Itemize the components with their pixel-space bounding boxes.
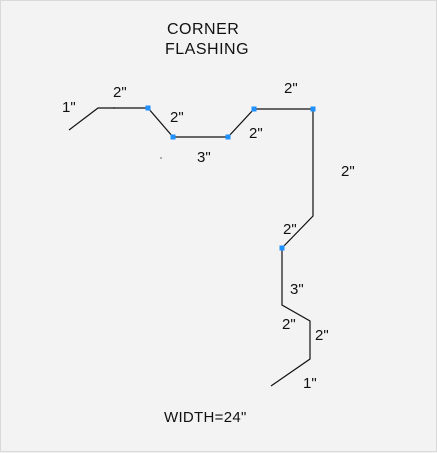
vertex-handle-4[interactable] (251, 106, 257, 112)
vertex-handle-2[interactable] (170, 134, 176, 140)
title-line-2: FLASHING (165, 41, 250, 58)
label-top-bottom: 3" (197, 149, 211, 166)
label-lower-slope-out: 2" (282, 316, 296, 333)
label-vertical-drop: 2" (341, 163, 355, 180)
label-bottom-hem: 1" (303, 375, 317, 392)
vertex-handle-6[interactable] (279, 245, 285, 251)
label-top-flat-left: 2" (113, 84, 127, 101)
label-top-slope-up: 2" (249, 125, 263, 142)
title-line-1: CORNER (167, 21, 240, 38)
vertex-handle-5[interactable] (310, 106, 316, 112)
label-lower-slope: 2" (283, 221, 297, 238)
label-lower-vertical: 3" (290, 281, 304, 298)
label-top-hem: 1" (62, 99, 76, 116)
label-lower-vertical-short: 2" (315, 327, 329, 344)
vertex-handle-3[interactable] (225, 134, 231, 140)
vertex-handle-1[interactable] (145, 105, 151, 111)
label-top-slope-down: 2" (170, 109, 184, 126)
label-top-flat-right: 2" (284, 80, 298, 97)
width-label: WIDTH=24" (164, 409, 247, 426)
flashing-profile-line (68, 107, 314, 387)
